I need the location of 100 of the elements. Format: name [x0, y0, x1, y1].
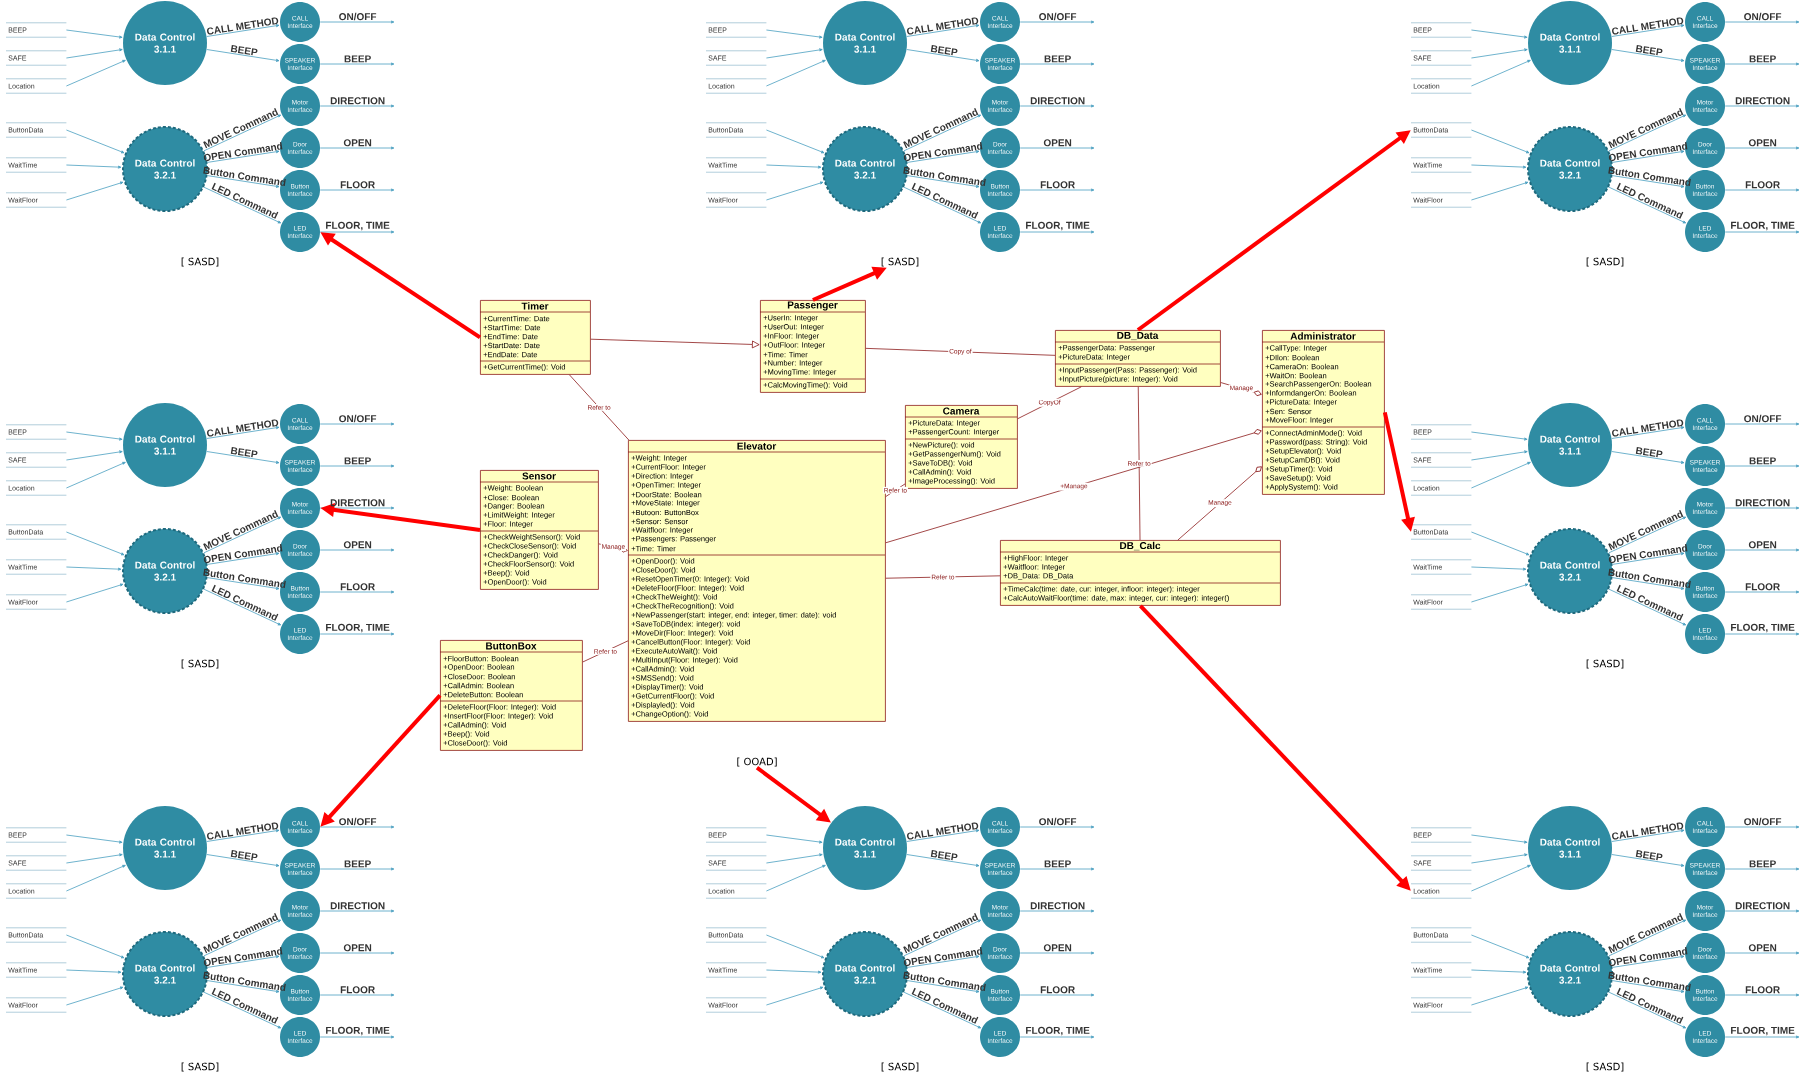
edge-label: DIRECTION — [1030, 97, 1085, 105]
flow-arrow — [1611, 451, 1685, 464]
flow-arrow — [1724, 951, 1800, 955]
flow-arrow — [66, 48, 123, 59]
edge-label: BEEP — [930, 850, 958, 861]
association-line — [885, 429, 1262, 544]
flow-arrow — [1471, 431, 1528, 441]
flow-arrow — [319, 104, 395, 108]
flow-arrow — [206, 451, 280, 464]
flow-arrow — [1612, 955, 1685, 968]
flow-arrow — [907, 955, 980, 968]
flow-arrow — [66, 934, 125, 959]
flow-arrow — [903, 186, 982, 224]
flow-arrow — [207, 150, 280, 163]
flow-arrow — [319, 951, 395, 955]
flow-arrow — [766, 164, 822, 169]
edge-label: OPEN — [1748, 541, 1777, 549]
edge-label: BEEP — [344, 860, 371, 868]
edge-label: BEEP — [1749, 860, 1776, 868]
flow-arrow — [66, 566, 122, 571]
flow-arrow — [1724, 146, 1800, 150]
edge-label: OPEN — [343, 139, 372, 147]
flow-arrow — [907, 980, 980, 993]
flow-arrow — [319, 20, 395, 24]
flow-arrow — [766, 129, 825, 154]
flow-arrow — [203, 516, 282, 554]
flow-arrow — [766, 181, 824, 201]
flow-arrow — [203, 991, 282, 1029]
edge-label: CALL METHOD — [207, 17, 279, 35]
edge-label: ON/OFF — [339, 414, 377, 423]
flow-arrow — [66, 59, 126, 87]
flow-arrow — [206, 24, 280, 37]
flow-arrow — [1611, 24, 1685, 37]
flow-arrow — [1612, 577, 1685, 590]
flow-arrow — [1612, 552, 1685, 565]
flow-arrow — [206, 49, 280, 62]
edge-label: FLOOR — [1745, 583, 1780, 591]
flow-arrow — [766, 59, 826, 87]
flow-arrow — [319, 825, 395, 829]
flow-arrow — [1471, 461, 1531, 489]
flow-arrow — [1724, 230, 1800, 234]
flow-arrow — [1611, 829, 1685, 842]
edge-label: ON/OFF — [1744, 12, 1782, 21]
panel-heading: [ SASD] — [181, 257, 219, 267]
flow-arrow — [907, 150, 980, 163]
edge-label: FLOOR, TIME — [326, 623, 390, 633]
flow-arrow — [1608, 186, 1687, 224]
edge-label: FLOOR — [1040, 986, 1075, 994]
flow-arrow — [319, 1035, 395, 1039]
flow-arrow — [1724, 993, 1800, 997]
flow-arrow — [1608, 516, 1687, 554]
flow-arrow — [1724, 20, 1800, 24]
flow-arrow — [66, 864, 126, 892]
section-heading: [ OOAD] — [737, 757, 777, 767]
edge-label: FLOOR — [340, 583, 375, 591]
edge-label: CALL METHOD — [907, 822, 979, 840]
edge-label: BEEP — [344, 55, 371, 63]
edge-label: ON/OFF — [1744, 414, 1782, 423]
flow-arrow — [319, 909, 395, 913]
flow-arrow — [1471, 450, 1528, 461]
flow-arrow — [66, 181, 124, 201]
edge-label: BEEP — [230, 447, 258, 458]
flow-arrow — [1724, 590, 1800, 594]
flow-arrow — [766, 29, 823, 39]
flow-arrow — [1471, 29, 1528, 39]
flow-arrow — [206, 854, 280, 867]
flow-arrow — [1724, 104, 1800, 108]
flow-arrow — [319, 230, 395, 234]
flow-arrow — [1471, 934, 1530, 959]
flow-arrow — [1471, 834, 1528, 844]
flow-arrow — [1724, 422, 1800, 426]
flow-arrow — [319, 464, 395, 468]
edge-label: FLOOR, TIME — [1731, 623, 1795, 633]
flow-arrow — [319, 867, 395, 871]
flow-arrow — [1724, 909, 1800, 913]
panel-heading: [ SASD] — [181, 1062, 219, 1072]
flow-arrow — [1471, 853, 1528, 864]
flow-arrow — [1612, 980, 1685, 993]
edge-label: OPEN — [1043, 139, 1072, 147]
edge-label: OPEN — [1043, 944, 1072, 952]
flow-arrow — [1019, 20, 1095, 24]
flow-arrow — [203, 186, 282, 224]
flow-arrow — [66, 431, 123, 441]
edge-label: FLOOR, TIME — [1026, 221, 1090, 231]
flow-arrow — [906, 49, 980, 62]
flow-arrow — [66, 129, 125, 154]
flow-arrow — [1471, 583, 1529, 603]
edge-label: CALL METHOD — [207, 419, 279, 437]
flow-arrow — [1019, 188, 1095, 192]
flow-arrow — [1724, 464, 1800, 468]
flow-arrow — [766, 853, 823, 864]
flow-arrow — [207, 577, 280, 590]
edge-label: BEEP — [230, 850, 258, 861]
flow-arrow — [766, 864, 826, 892]
flow-arrow — [906, 829, 980, 842]
edge-label: OPEN — [343, 944, 372, 952]
edge-label: FLOOR, TIME — [1731, 221, 1795, 231]
flow-arrow — [1608, 991, 1687, 1029]
flow-arrow — [66, 450, 123, 461]
edge-label: FLOOR — [340, 181, 375, 189]
